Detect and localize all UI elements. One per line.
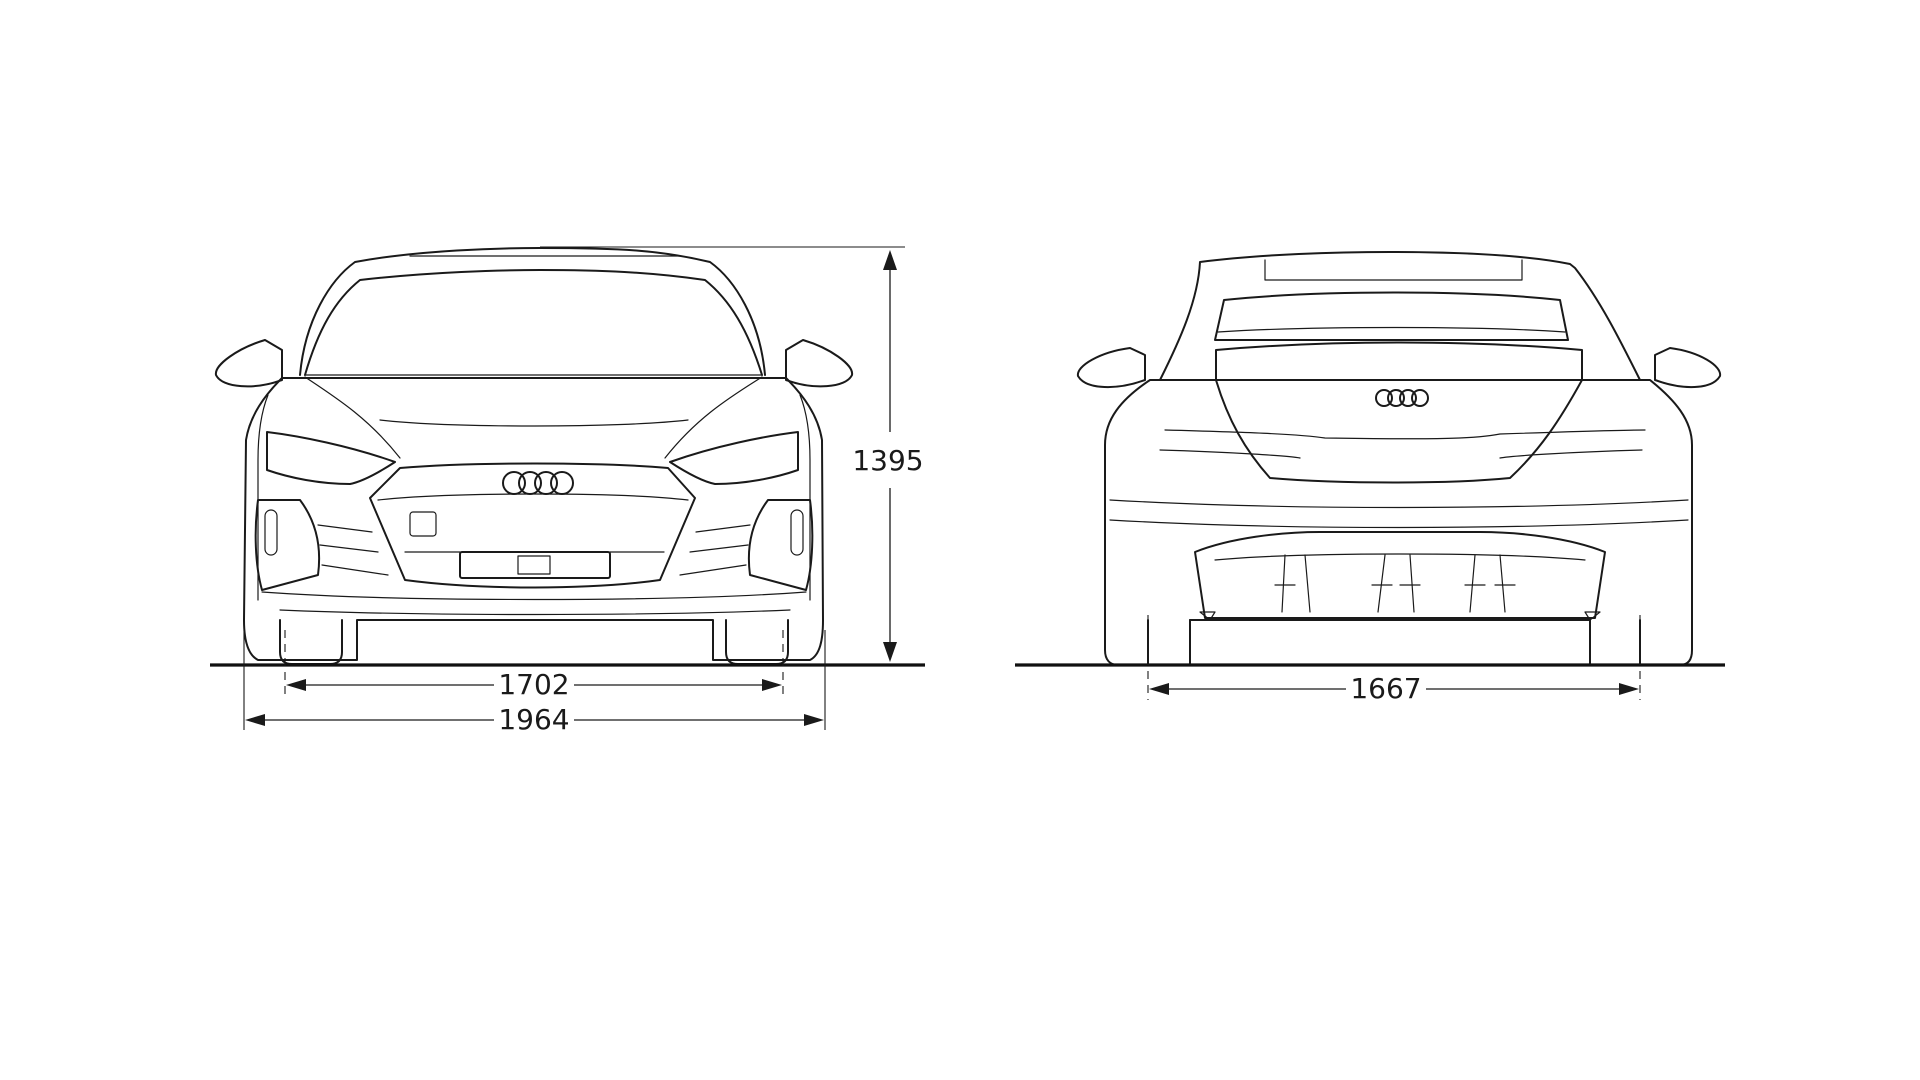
- rear-left-mirror: [1076, 347, 1146, 389]
- front-right-tire: [725, 619, 789, 665]
- height-dimension: 1395: [540, 246, 924, 662]
- front-grille: [369, 462, 696, 589]
- front-left-tire: [279, 619, 343, 665]
- front-right-intake: [747, 499, 814, 591]
- front-license-plate: [459, 551, 611, 579]
- front-track-dimension: 1702: [284, 630, 784, 703]
- front-sensor: [409, 511, 437, 537]
- rear-right-tire: [1589, 619, 1641, 666]
- height-label: 1395: [852, 444, 923, 477]
- front-right-headlight: [669, 431, 799, 485]
- front-track-label: 1702: [498, 668, 569, 701]
- front-plate-mount: [517, 555, 551, 575]
- front-left-mirror: [214, 339, 283, 388]
- rear-left-tire: [1147, 619, 1191, 666]
- front-right-mirror: [785, 339, 854, 388]
- rear-track-dimension: 1667: [1147, 615, 1641, 707]
- front-left-intake: [254, 499, 321, 591]
- front-left-headlight: [266, 431, 396, 485]
- overall-width-label: 1964: [498, 703, 569, 736]
- rear-track-label: 1667: [1350, 672, 1421, 705]
- rear-right-mirror: [1654, 347, 1722, 389]
- diffuser-fins: [1281, 554, 1506, 613]
- rear-diffuser: [1194, 531, 1606, 619]
- rear-trunk-lid: [1215, 341, 1583, 484]
- front-emblem-icon: [502, 471, 574, 495]
- rear-view: [1076, 251, 1722, 666]
- front-view: [214, 247, 854, 665]
- rear-emblem-icon: [1375, 389, 1429, 407]
- overall-width-dimension: 1964: [243, 630, 826, 738]
- rear-light-bar: [1164, 429, 1646, 440]
